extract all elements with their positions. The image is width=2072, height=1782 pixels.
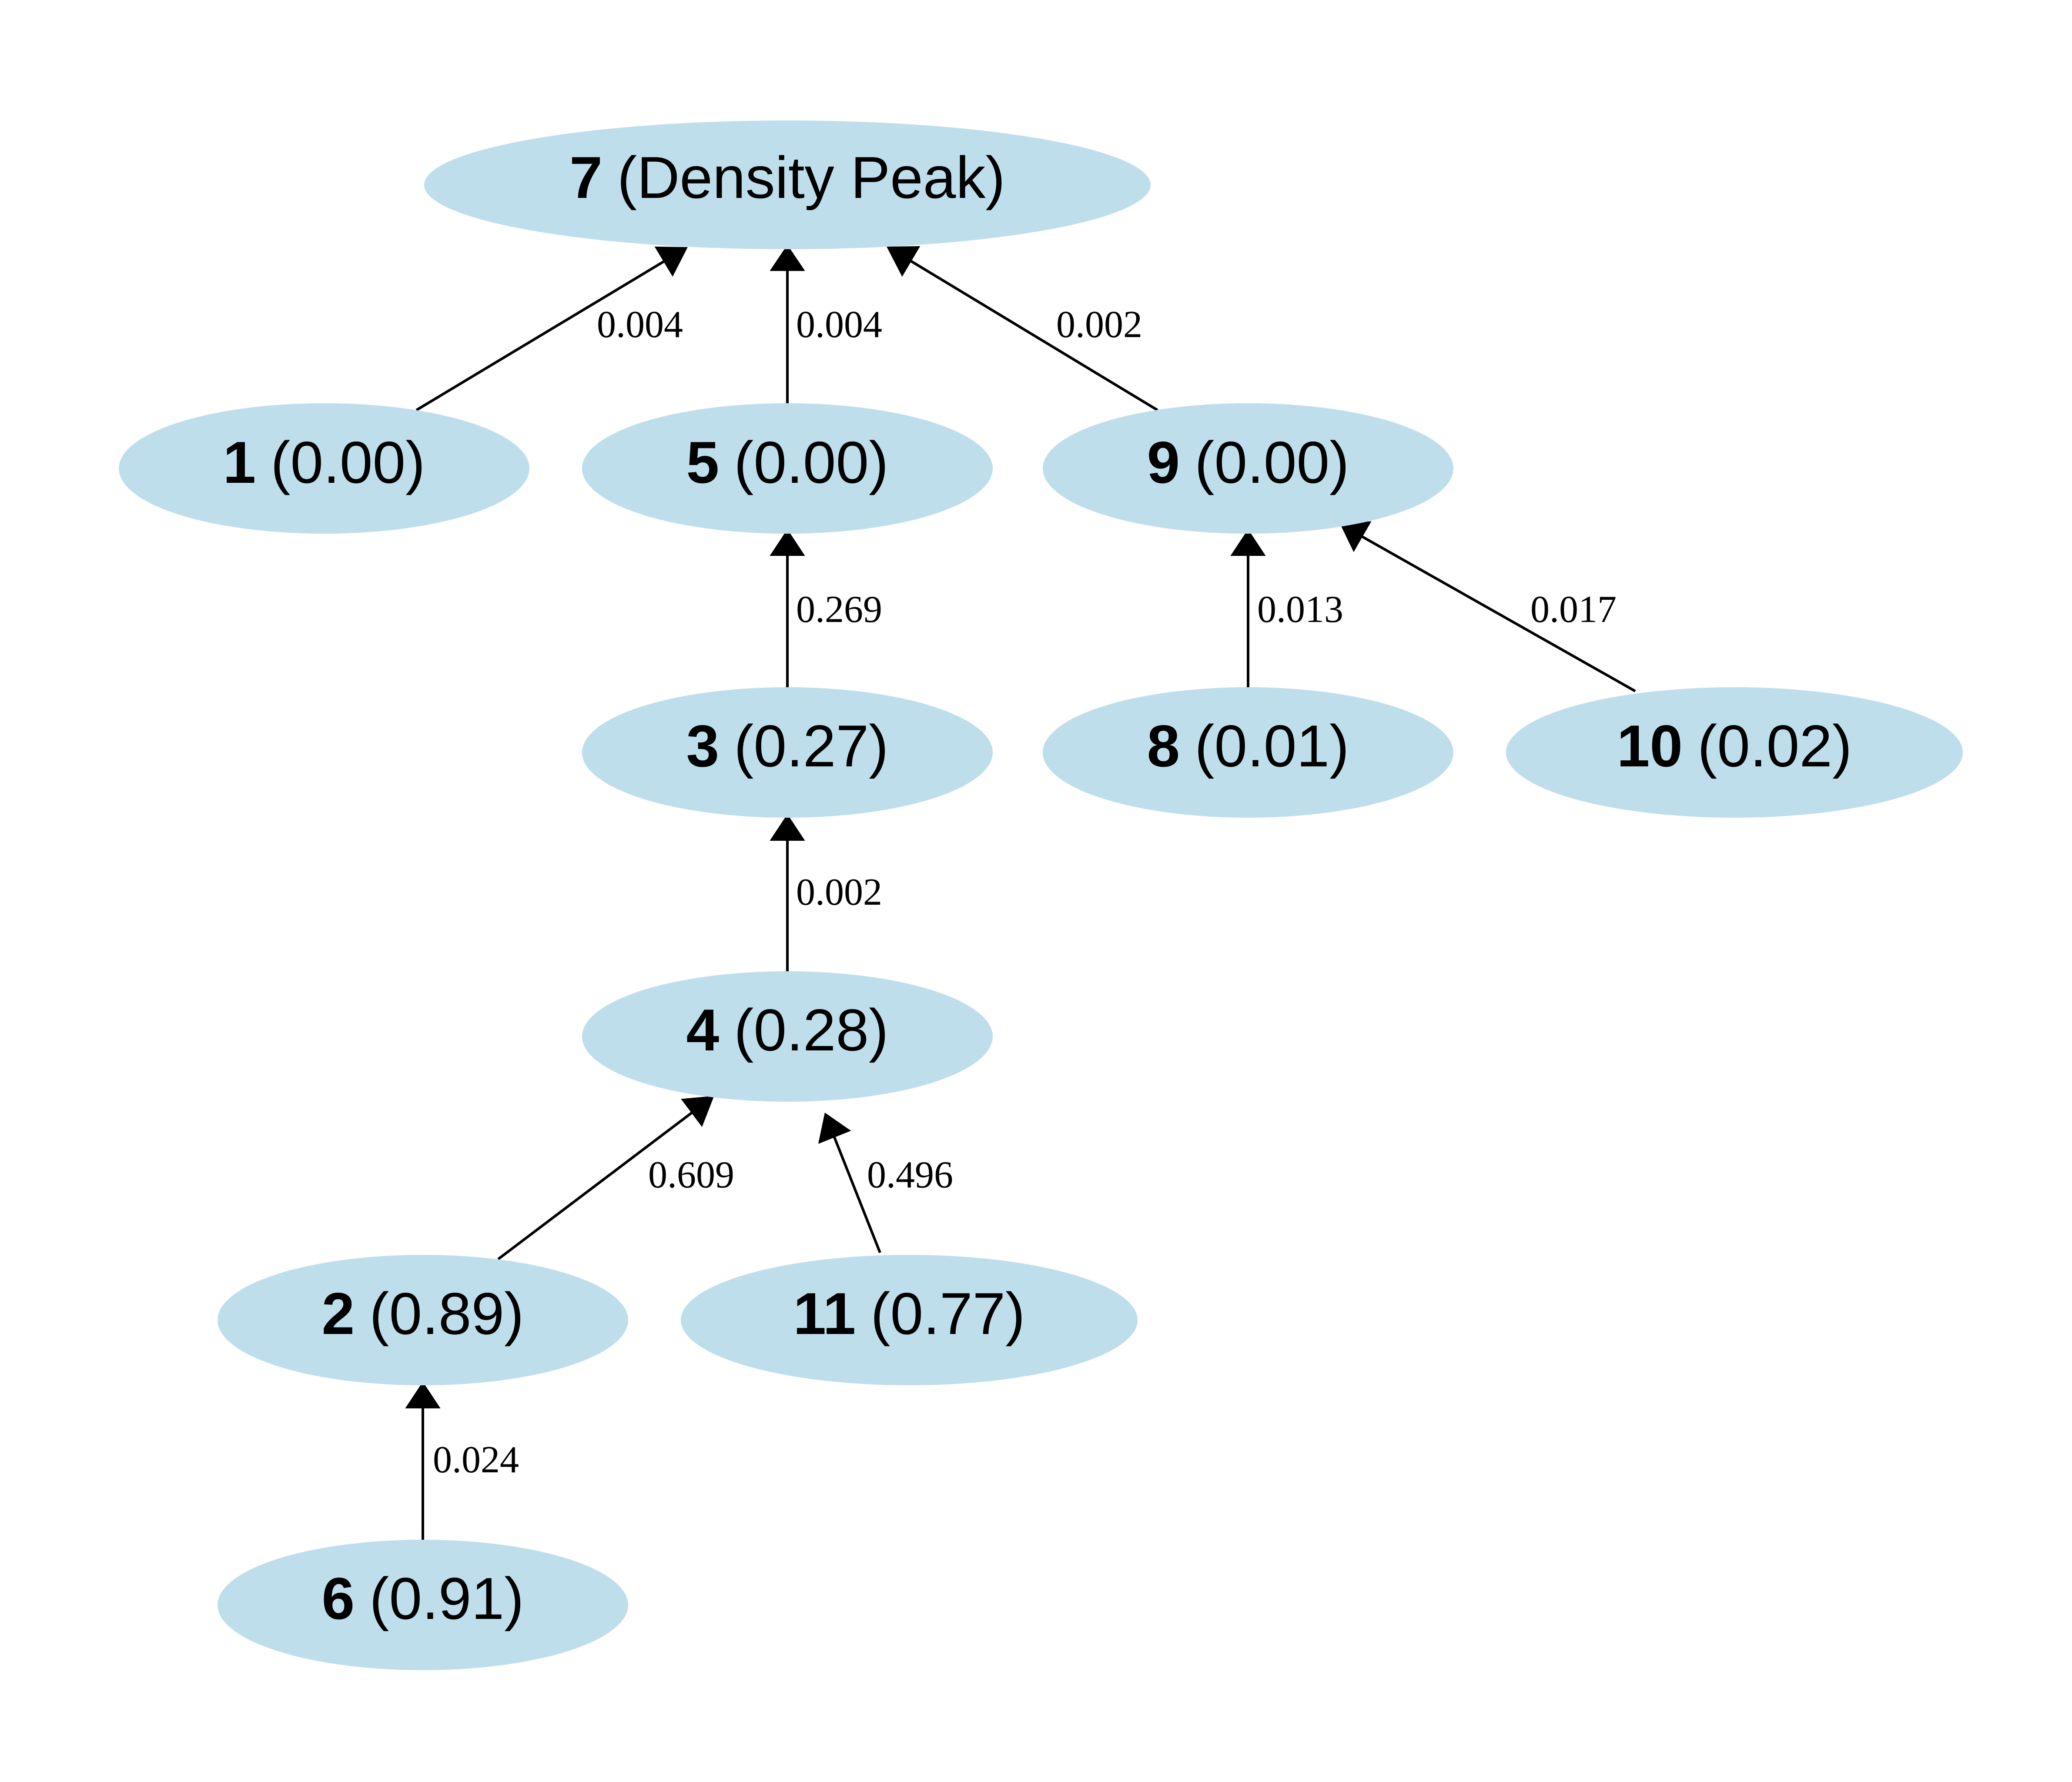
edge-weight-label: 0.004 [796, 304, 882, 346]
node-5: 5(0.00) [582, 403, 993, 534]
edge-weight-label: 0.013 [1257, 588, 1343, 631]
svg-text:3(0.27): 3(0.27) [686, 713, 889, 779]
node-detail: (0.00) [1195, 429, 1349, 495]
node-detail: (0.00) [734, 429, 888, 495]
edge-2-4: 0.609 [497, 1096, 734, 1260]
edge-weight-label: 0.004 [597, 304, 683, 346]
edge-6-2: 0.024 [405, 1381, 519, 1540]
edge-weight-label: 0.496 [867, 1154, 953, 1196]
edge-8-9: 0.013 [1230, 529, 1343, 687]
svg-text:8(0.01): 8(0.01) [1147, 713, 1349, 779]
svg-text:5(0.00): 5(0.00) [686, 429, 889, 495]
node-detail: (0.27) [734, 713, 888, 779]
svg-text:1(0.00): 1(0.00) [223, 429, 425, 495]
node-10: 10(0.02) [1506, 687, 1963, 818]
node-id: 1 [223, 429, 256, 495]
node-detail: (0.89) [369, 1280, 524, 1347]
svg-text:10(0.02): 10(0.02) [1617, 713, 1852, 779]
node-detail: (0.77) [870, 1280, 1025, 1347]
node-4: 4(0.28) [582, 971, 993, 1102]
node-id: 2 [322, 1280, 355, 1347]
node-id: 7 [569, 144, 603, 211]
node-id: 3 [686, 713, 720, 779]
edge-weight-label: 0.024 [433, 1439, 519, 1481]
node-id: 11 [793, 1280, 856, 1347]
edge-weight-label: 0.002 [796, 871, 882, 913]
edge-4-3: 0.002 [770, 814, 882, 972]
node-id: 10 [1617, 713, 1683, 779]
edge-1-7: 0.004 [415, 246, 688, 411]
node-1: 1(0.00) [119, 403, 529, 534]
node-detail: (0.01) [1195, 713, 1349, 779]
node-detail: (Density Peak) [617, 144, 1005, 211]
node-11: 11(0.77) [681, 1255, 1138, 1385]
node-3: 3(0.27) [582, 687, 993, 818]
svg-text:6(0.91): 6(0.91) [322, 1565, 524, 1632]
edge-weight-label: 0.269 [796, 588, 882, 631]
svg-text:4(0.28): 4(0.28) [686, 997, 889, 1063]
node-detail: (0.00) [271, 429, 425, 495]
node-id: 4 [686, 997, 720, 1063]
node-id: 6 [322, 1565, 355, 1632]
node-id: 9 [1147, 429, 1180, 495]
node-id: 8 [1147, 713, 1180, 779]
node-detail: (0.28) [734, 997, 888, 1063]
svg-text:7(Density Peak): 7(Density Peak) [569, 144, 1005, 211]
edge-weight-label: 0.609 [648, 1154, 734, 1196]
edge-10-9: 0.017 [1340, 521, 1636, 692]
node-2: 2(0.89) [218, 1255, 628, 1385]
node-7-density-peak: 7(Density Peak) [424, 120, 1151, 249]
node-detail: (0.91) [369, 1565, 524, 1632]
svg-text:9(0.00): 9(0.00) [1147, 429, 1349, 495]
node-9: 9(0.00) [1043, 403, 1453, 534]
edge-weight-label: 0.002 [1056, 304, 1142, 346]
node-detail: (0.02) [1697, 713, 1852, 779]
edge-9-7: 0.002 [887, 246, 1158, 411]
edge-5-7: 0.004 [770, 244, 882, 404]
edge-weight-label: 0.017 [1530, 588, 1617, 631]
node-6: 6(0.91) [218, 1540, 628, 1670]
node-id: 5 [686, 429, 720, 495]
svg-text:2(0.89): 2(0.89) [322, 1280, 524, 1347]
svg-text:11(0.77): 11(0.77) [793, 1280, 1025, 1347]
edge-11-4: 0.496 [818, 1112, 953, 1254]
node-8: 8(0.01) [1043, 687, 1453, 818]
edge-3-5: 0.269 [770, 529, 882, 687]
